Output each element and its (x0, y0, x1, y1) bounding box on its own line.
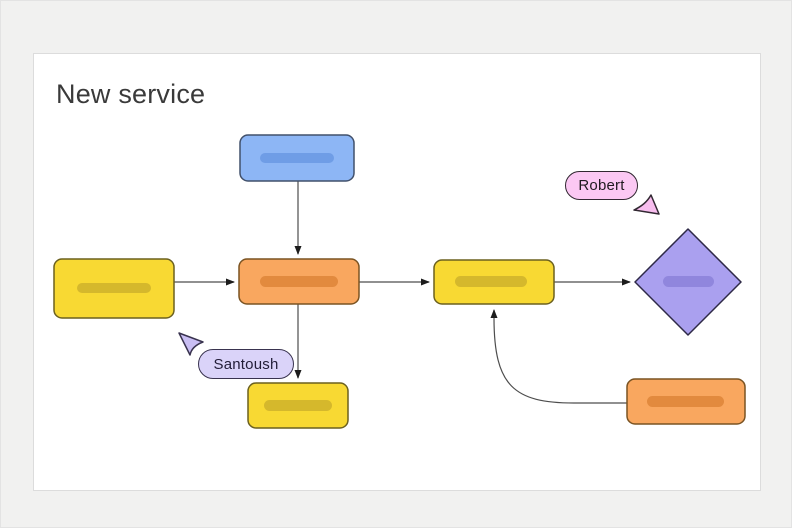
robert-name-label: Robert (578, 177, 625, 194)
santoush-cursor-icon (178, 332, 204, 356)
node-bottom-yellow-text-placeholder (264, 400, 332, 411)
santoush-name-label: Santoush (213, 355, 279, 373)
robert-cursor-icon (633, 194, 660, 215)
node-bottom-right-orange-text-placeholder (647, 396, 724, 407)
node-center-orange-text-placeholder (260, 276, 338, 287)
node-diamond-text-placeholder (663, 276, 714, 287)
node-mid-yellow-text-placeholder (455, 276, 527, 287)
node-left-yellow-text-placeholder (77, 283, 151, 293)
node-top-blue-text-placeholder (260, 153, 334, 163)
santoush-name-tag: Santoush (198, 349, 294, 379)
whiteboard-canvas[interactable]: New service (33, 53, 761, 491)
diagram-svg (53, 134, 746, 429)
connector-brorange-to-midyellow[interactable] (490, 309, 627, 404)
connector-group (174, 181, 631, 404)
page-title[interactable]: New service (56, 79, 206, 109)
robert-name-tag: Robert (565, 171, 638, 200)
